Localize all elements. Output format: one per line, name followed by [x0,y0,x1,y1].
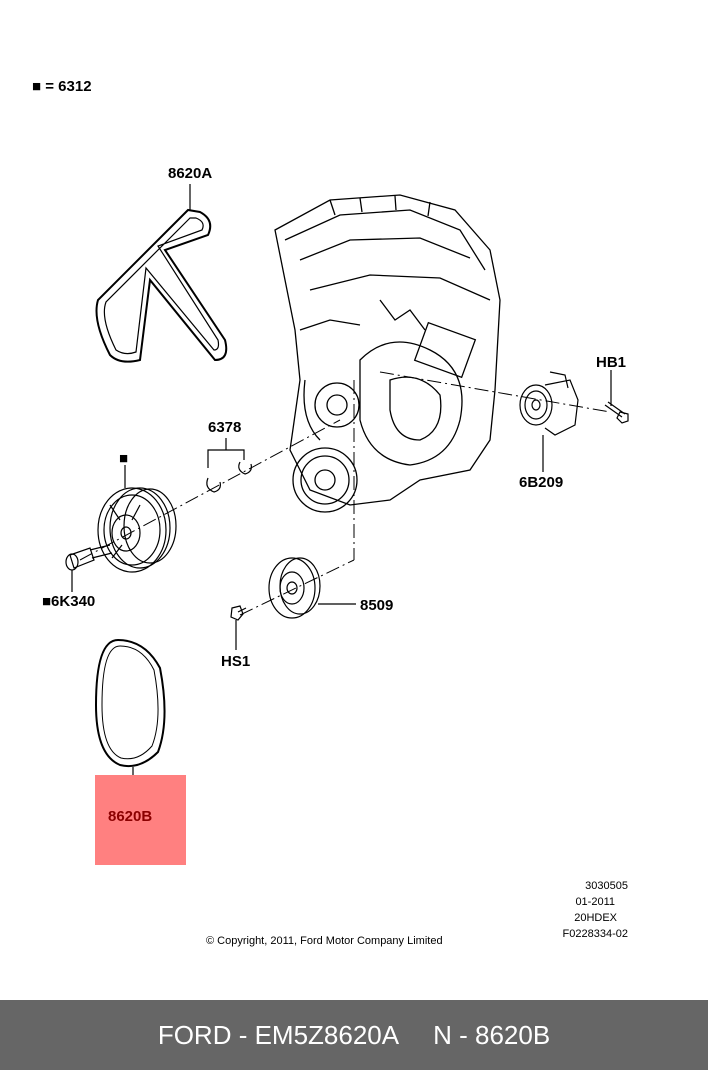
crankshaft-pulley-drawing [97,487,177,573]
bolt-hb1-drawing [604,401,629,424]
footer-reference: N - 8620B [433,1019,551,1050]
label-marker-pulley: ■ [119,450,129,467]
label-hb1[interactable]: HB1 [596,354,627,371]
parts-diagram [65,184,629,800]
label-6b209[interactable]: 6B209 [519,474,564,491]
info-line-1: 3030505 [585,880,628,892]
label-8509[interactable]: 8509 [360,597,394,614]
legend: ■ = 6312 [32,78,92,95]
legend-marker: ■ [32,78,42,95]
bolt-6k340-drawing [65,544,113,571]
label-6k340[interactable]: ■6K340 [42,593,96,610]
legend-text: = 6312 [45,78,92,95]
footer-bar: FORD - EM5Z8620A N - 8620B [0,1000,708,1070]
engine-block-drawing [274,194,501,513]
exploded-view-drawing [65,184,629,800]
info-line-2: 01-2011 [575,896,615,908]
bolt-hs1-drawing [230,605,247,621]
highlight-box-8620b [95,775,186,865]
belt-8620b-drawing [94,638,166,768]
footer-part-number: FORD - EM5Z8620A [157,1019,400,1050]
idler-pulley-8509-drawing [268,557,321,619]
clips-6378-drawing [206,461,252,493]
copyright-text: © Copyright, 2011, Ford Motor Company Li… [206,935,443,947]
info-line-4: F0228334-02 [562,928,628,940]
label-8620a[interactable]: 8620A [168,165,213,182]
belt-8620a-drawing [95,208,228,363]
tensioner-6b209-drawing [519,371,579,436]
info-line-3: 20HDEX [574,912,617,924]
label-8620b[interactable]: 8620B [108,808,153,825]
label-6378[interactable]: 6378 [208,419,242,436]
label-hs1[interactable]: HS1 [221,653,251,670]
